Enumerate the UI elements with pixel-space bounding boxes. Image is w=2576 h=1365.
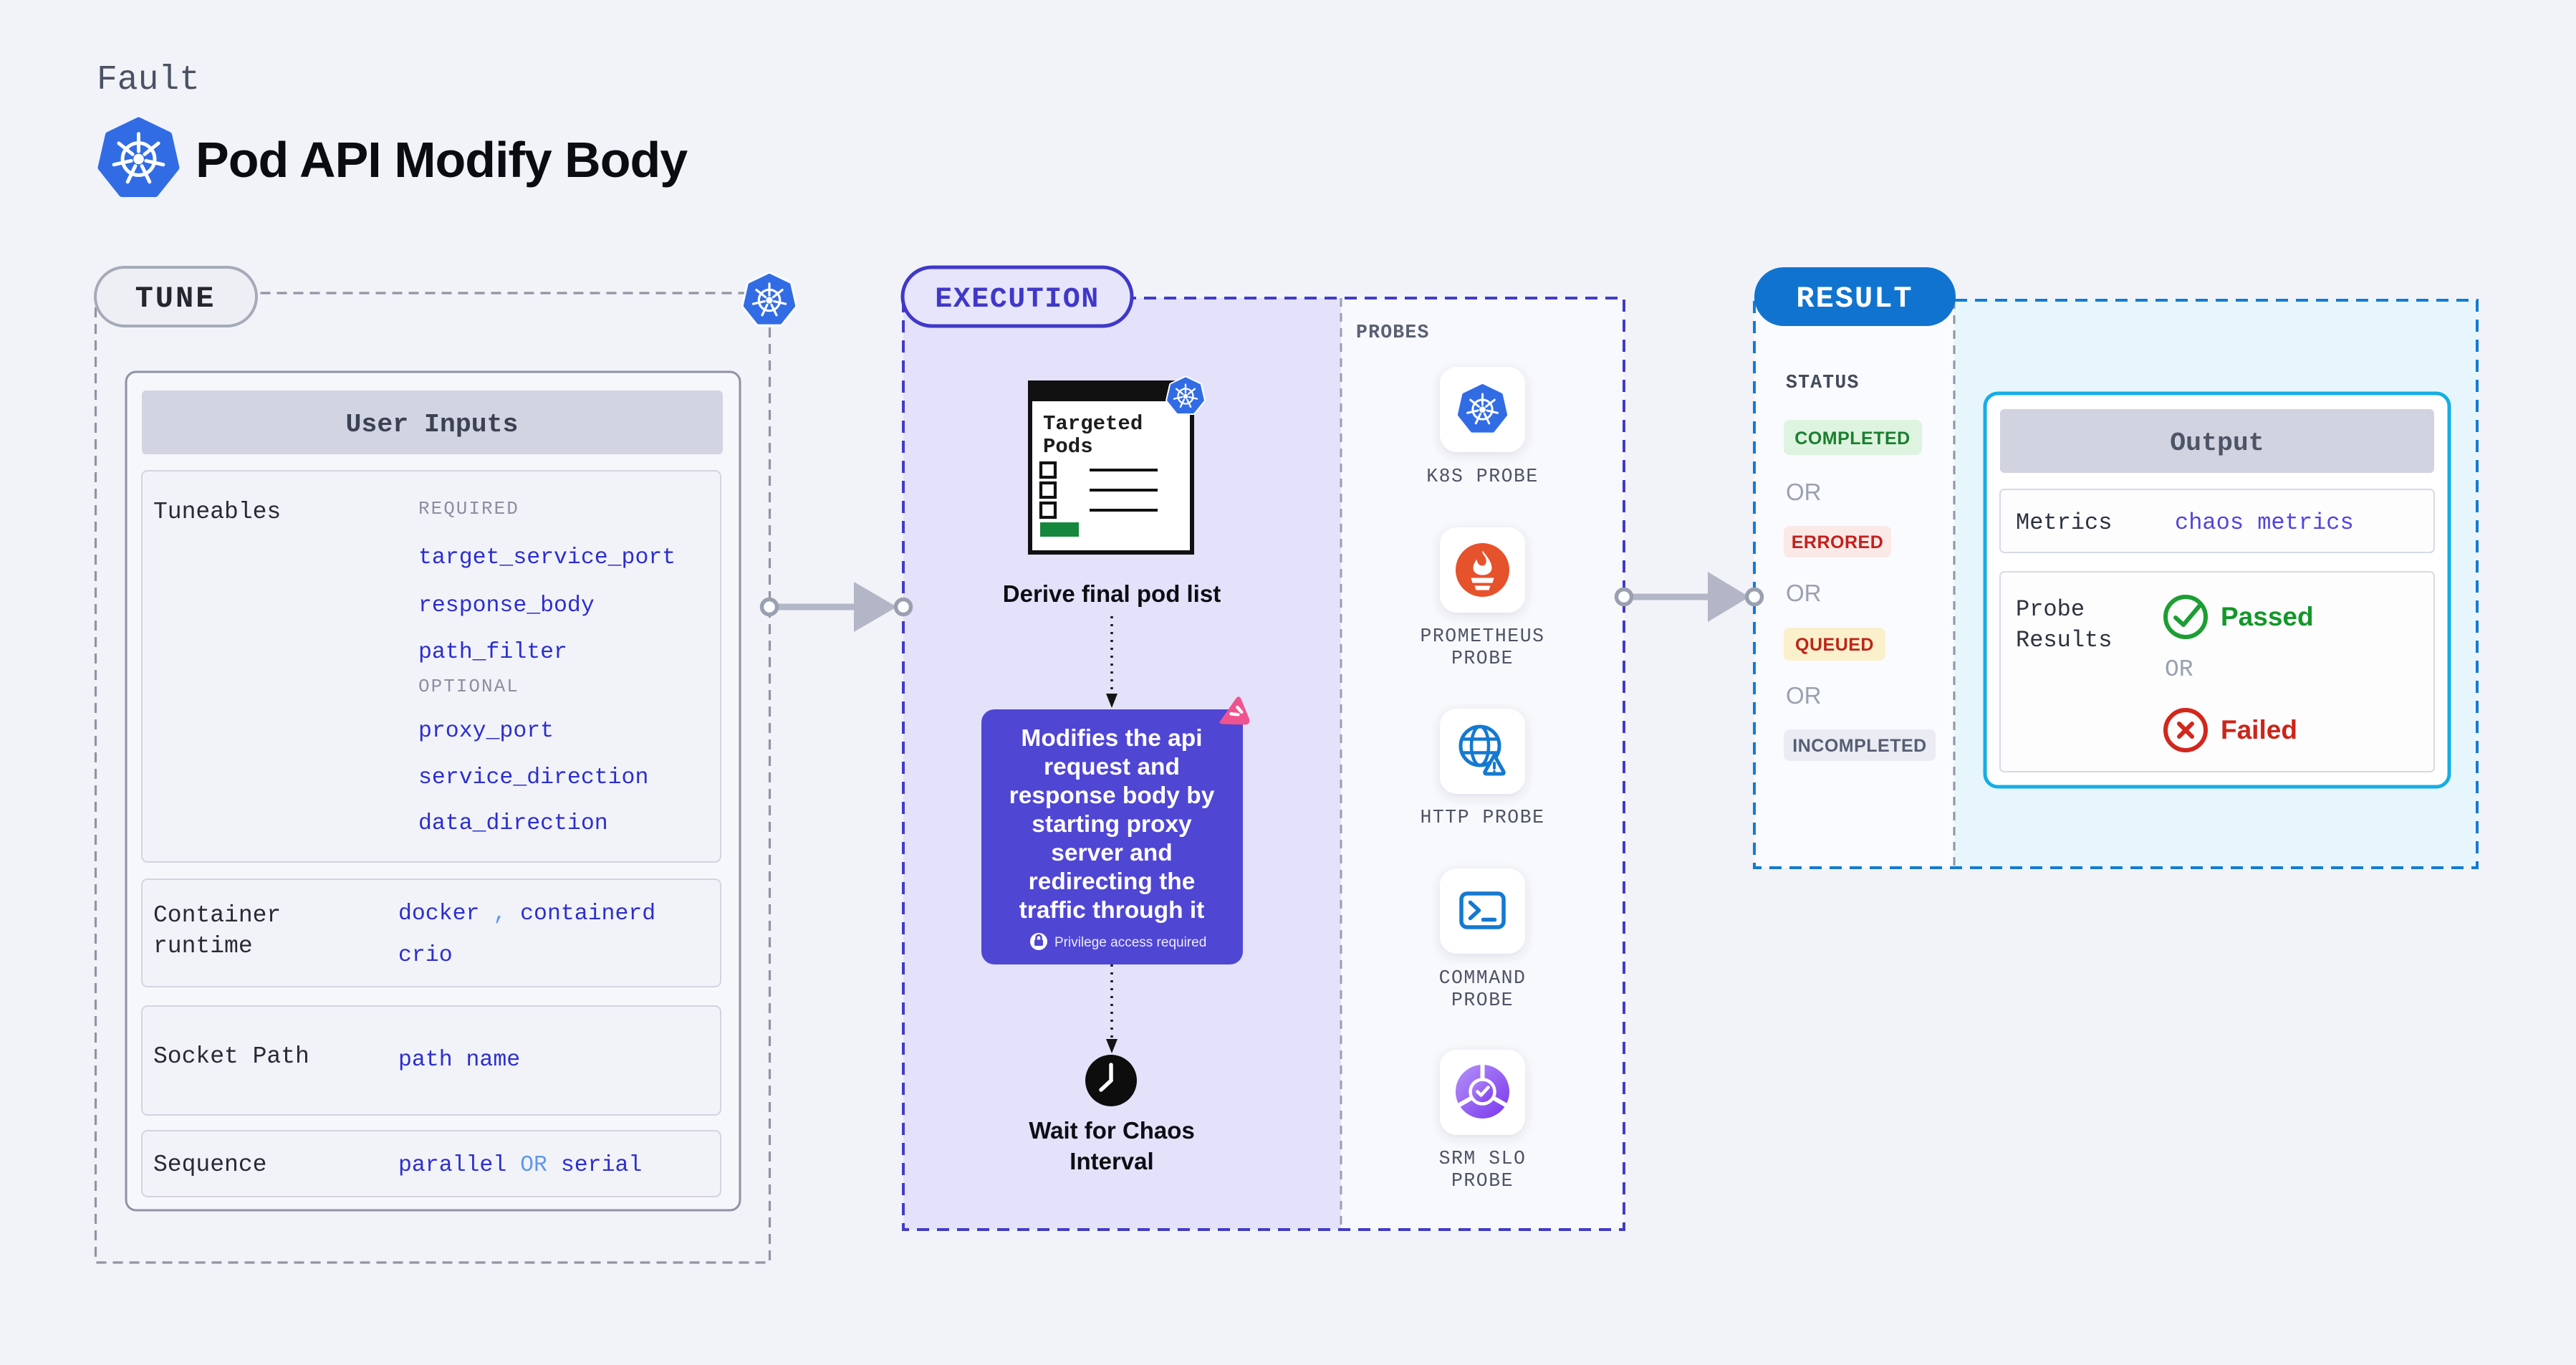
svg-text:OR: OR bbox=[1786, 682, 1822, 709]
svg-text:chaos metrics: chaos metrics bbox=[2175, 509, 2354, 536]
svg-text:K8S PROBE: K8S PROBE bbox=[1426, 466, 1539, 487]
svg-text:redirecting the: redirecting the bbox=[1029, 868, 1196, 895]
svg-text:docker , containerd: docker , containerd bbox=[398, 901, 655, 926]
svg-text:EXECUTION: EXECUTION bbox=[935, 284, 1100, 316]
svg-text:target_service_port: target_service_port bbox=[418, 545, 676, 570]
svg-text:proxy_port: proxy_port bbox=[418, 719, 554, 744]
svg-text:PROBE: PROBE bbox=[1451, 990, 1514, 1011]
svg-text:Probe: Probe bbox=[2016, 596, 2085, 623]
svg-text:Metrics: Metrics bbox=[2016, 509, 2112, 536]
svg-text:OR: OR bbox=[2165, 656, 2193, 683]
svg-text:starting proxy: starting proxy bbox=[1032, 811, 1192, 838]
svg-text:Derive final pod list: Derive final pod list bbox=[1003, 580, 1221, 607]
svg-text:Failed: Failed bbox=[2221, 715, 2297, 744]
svg-text:OR: OR bbox=[1786, 580, 1822, 606]
svg-text:PROMETHEUS: PROMETHEUS bbox=[1420, 626, 1544, 647]
svg-text:HTTP PROBE: HTTP PROBE bbox=[1420, 807, 1544, 828]
svg-text:Socket Path: Socket Path bbox=[153, 1043, 309, 1070]
svg-text:Container: Container bbox=[153, 902, 281, 929]
svg-text:request and: request and bbox=[1044, 754, 1180, 780]
svg-text:COMMAND: COMMAND bbox=[1439, 967, 1527, 989]
svg-text:RESULT: RESULT bbox=[1796, 282, 1913, 316]
svg-text:OR: OR bbox=[1786, 479, 1822, 505]
svg-text:PROBES: PROBES bbox=[1356, 322, 1430, 343]
svg-text:Output: Output bbox=[2170, 428, 2264, 458]
svg-text:TUNE: TUNE bbox=[135, 282, 216, 316]
svg-text:runtime: runtime bbox=[153, 933, 253, 959]
svg-text:STATUS: STATUS bbox=[1786, 372, 1860, 393]
svg-text:parallel OR serial: parallel OR serial bbox=[398, 1153, 642, 1178]
svg-text:service_direction: service_direction bbox=[418, 765, 648, 790]
svg-text:PROBE: PROBE bbox=[1451, 648, 1514, 669]
svg-text:REQUIRED: REQUIRED bbox=[418, 498, 519, 519]
svg-text:COMPLETED: COMPLETED bbox=[1794, 428, 1910, 449]
svg-text:path_filter: path_filter bbox=[418, 640, 567, 665]
svg-text:Pods: Pods bbox=[1043, 435, 1093, 459]
svg-text:INCOMPLETED: INCOMPLETED bbox=[1792, 736, 1926, 756]
svg-text:ERRORED: ERRORED bbox=[1792, 532, 1884, 552]
svg-text:crio: crio bbox=[398, 943, 453, 968]
svg-text:SRM SLO: SRM SLO bbox=[1439, 1148, 1527, 1169]
svg-text:QUEUED: QUEUED bbox=[1795, 635, 1874, 655]
svg-text:PROBE: PROBE bbox=[1451, 1170, 1514, 1192]
svg-text:User Inputs: User Inputs bbox=[346, 410, 519, 439]
svg-text:data_direction: data_direction bbox=[418, 811, 608, 836]
svg-text:Results: Results bbox=[2016, 627, 2112, 653]
svg-text:Passed: Passed bbox=[2221, 602, 2314, 631]
svg-text:response body by: response body by bbox=[1009, 782, 1215, 809]
svg-text:Sequence: Sequence bbox=[153, 1151, 266, 1178]
svg-text:Tuneables: Tuneables bbox=[153, 499, 281, 525]
svg-text:Modifies the api: Modifies the api bbox=[1021, 725, 1202, 752]
svg-text:server and: server and bbox=[1051, 840, 1172, 866]
svg-text:Interval: Interval bbox=[1070, 1148, 1153, 1174]
svg-text:traffic through it: traffic through it bbox=[1019, 897, 1205, 924]
svg-text:Wait for Chaos: Wait for Chaos bbox=[1029, 1117, 1195, 1144]
svg-text:Pod API Modify Body: Pod API Modify Body bbox=[196, 132, 688, 188]
svg-text:Targeted: Targeted bbox=[1043, 412, 1143, 436]
svg-text:Fault: Fault bbox=[97, 61, 200, 100]
svg-text:Privilege access required: Privilege access required bbox=[1054, 935, 1206, 950]
svg-text:response_body: response_body bbox=[418, 593, 595, 618]
svg-text:OPTIONAL: OPTIONAL bbox=[418, 676, 519, 697]
svg-text:path name: path name bbox=[398, 1048, 520, 1073]
